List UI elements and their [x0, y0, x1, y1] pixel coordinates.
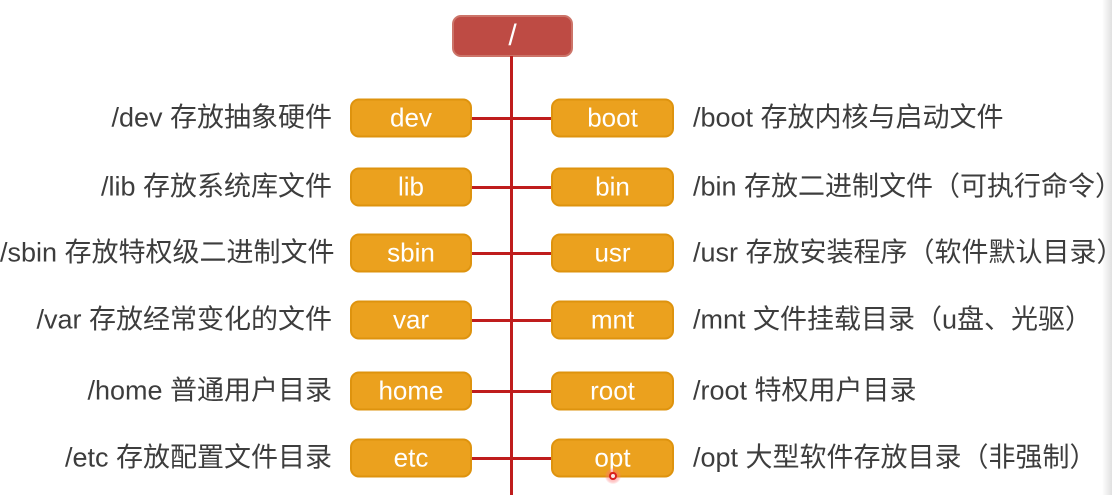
dir-node-label: root: [590, 375, 635, 406]
dir-description-root: /root 特权用户目录: [693, 375, 917, 406]
dir-description-bin: /bin 存放二进制文件（可执行命令）: [693, 171, 1112, 202]
dir-description-etc: /etc 存放配置文件目录: [64, 442, 332, 473]
dir-node-mnt: mnt: [551, 300, 674, 340]
dir-description-lib: /lib 存放系统库文件: [100, 171, 332, 202]
dir-node-label: dev: [390, 102, 432, 133]
cursor-highlight-dot: [605, 468, 621, 484]
dir-node-label: etc: [393, 442, 429, 473]
connector-line: [470, 185, 553, 189]
dir-description-var: /var 存放经常变化的文件: [36, 304, 332, 335]
dir-node-boot: boot: [551, 98, 674, 138]
connector-line: [470, 456, 553, 460]
dir-node-label: home: [378, 375, 444, 406]
root-directory-node: /: [452, 15, 573, 57]
dir-description-usr: /usr 存放安装程序（软件默认目录）: [693, 237, 1112, 268]
connector-line: [470, 251, 553, 255]
dir-node-dev: dev: [350, 98, 472, 138]
dir-description-sbin: /sbin 存放特权级二进制文件: [0, 237, 335, 268]
tree-trunk-line: [510, 56, 513, 495]
dir-node-label: bin: [595, 171, 630, 202]
dir-node-root: root: [551, 371, 674, 411]
connector-line: [470, 318, 553, 322]
connector-line: [470, 116, 553, 120]
dir-node-lib: lib: [350, 167, 472, 207]
dir-node-label: mnt: [590, 304, 635, 335]
dir-description-dev: /dev 存放抽象硬件: [111, 102, 332, 133]
dir-description-opt: /opt 大型软件存放目录（非强制）: [693, 442, 1097, 473]
dir-node-label: usr: [594, 237, 631, 268]
dir-node-bin: bin: [551, 167, 674, 207]
dir-node-etc: etc: [350, 438, 472, 478]
dir-description-boot: /boot 存放内核与启动文件: [693, 102, 1004, 133]
dir-node-var: var: [350, 300, 472, 340]
dir-node-label: opt: [594, 442, 631, 473]
dir-node-label: boot: [587, 102, 638, 133]
dir-node-label: lib: [397, 171, 424, 202]
dir-node-home: home: [350, 371, 472, 411]
cursor-highlight-dot-core: [609, 472, 617, 480]
right-edge-shade: [1102, 0, 1112, 495]
dir-node-sbin: sbin: [350, 233, 472, 273]
dir-description-home: /home 普通用户目录: [87, 375, 332, 406]
dir-node-label: sbin: [387, 237, 435, 268]
dir-node-usr: usr: [551, 233, 674, 273]
root-directory-label: /: [508, 19, 517, 52]
connector-line: [470, 389, 553, 393]
dir-node-label: var: [392, 304, 430, 335]
dir-description-mnt: /mnt 文件挂载目录（u盘、光驱）: [693, 304, 1093, 335]
